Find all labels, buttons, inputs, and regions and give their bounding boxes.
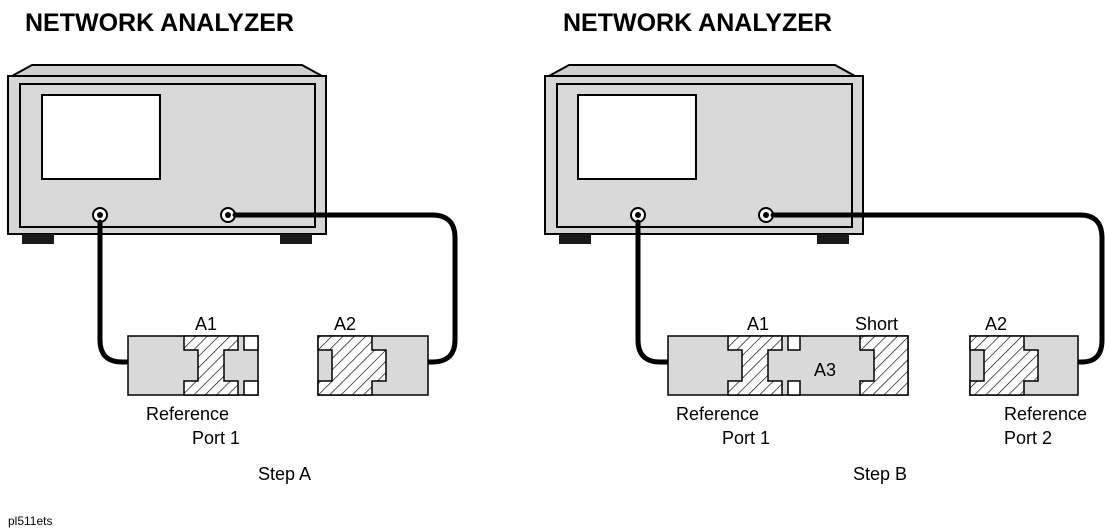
step-b-display-screen <box>577 94 697 180</box>
step-a-group: NETWORK ANALYZER A1 <box>7 9 458 484</box>
step-a-reference-label: Reference <box>146 404 229 424</box>
step-a-adapter-a1 <box>127 335 259 396</box>
step-a-adapter-a2 <box>317 335 429 396</box>
figure-id-label: pl511ets <box>8 514 52 528</box>
step-a-display-screen <box>41 94 161 180</box>
step-a-network-analyzer <box>7 64 327 244</box>
step-a-title: NETWORK ANALYZER <box>25 9 294 37</box>
step-b-title: NETWORK ANALYZER <box>563 9 832 37</box>
step-b-adapter-a2 <box>969 335 1079 396</box>
step-b-a3-label: A3 <box>814 360 836 380</box>
step-b-reference-2-label: Reference <box>1004 404 1087 424</box>
step-b-step-label: Step B <box>853 464 907 484</box>
step-a-a2-label: A2 <box>334 314 356 334</box>
step-b-cable-port-2 <box>770 212 1105 365</box>
step-b-short-standard <box>859 335 909 396</box>
step-a-cable-port-2 <box>232 212 458 365</box>
step-b-port-1-label: Port 1 <box>722 428 770 448</box>
step-b-cable-port-1 <box>635 219 671 365</box>
step-b-short-label: Short <box>855 314 898 334</box>
step-b-a1-label: A1 <box>747 314 769 334</box>
step-b-port-2-label: Port 2 <box>1004 428 1052 448</box>
step-b-a2-label: A2 <box>985 314 1007 334</box>
step-b-reference-1-label: Reference <box>676 404 759 424</box>
step-a-a1-label: A1 <box>195 314 217 334</box>
step-b-group: NETWORK ANALYZER A1 Short A3 <box>544 9 1105 484</box>
step-a-port-1-label: Port 1 <box>192 428 240 448</box>
step-a-step-label: Step A <box>258 464 311 484</box>
step-a-cable-port-1 <box>97 219 131 365</box>
step-b-network-analyzer <box>544 64 864 244</box>
